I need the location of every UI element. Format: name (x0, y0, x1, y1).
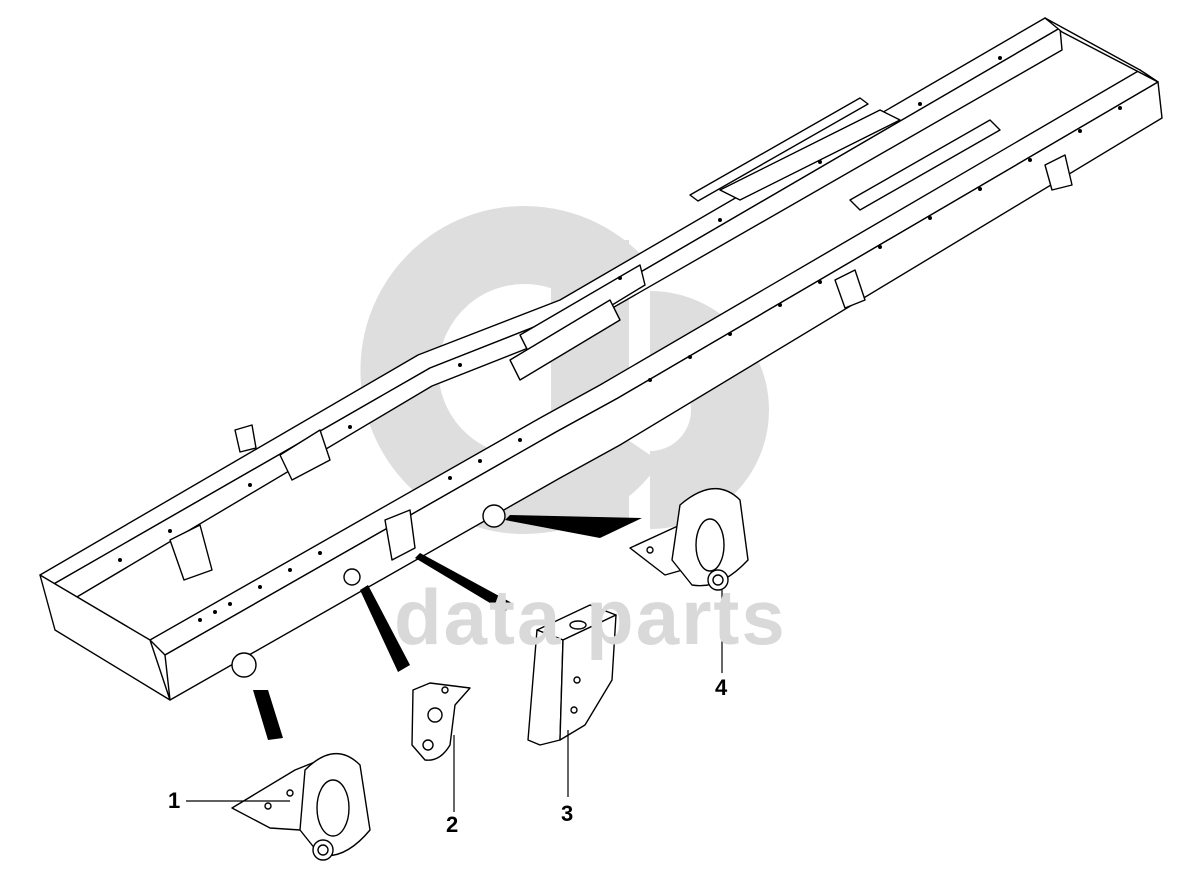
part-4-rear-spring-bracket (629, 487, 749, 591)
part-1-eye-hole (317, 844, 329, 856)
pointer-wedge-4 (505, 515, 642, 538)
part-3-top-hole (569, 620, 587, 630)
rail-bracket-a (279, 429, 331, 481)
chassis-frame (39, 17, 1163, 701)
callout-label-4: 4 (715, 675, 728, 700)
part-2-hole-c (441, 686, 449, 694)
part-2-plate (411, 682, 471, 761)
part-3-side (527, 629, 564, 746)
mount-disc-2 (343, 568, 361, 586)
rail-bracket-d (834, 269, 866, 309)
pointer-wedge-2 (360, 585, 410, 672)
part-4-bolt-hole-a (646, 546, 654, 554)
watermark-wordmark: data parts (394, 573, 787, 661)
part-3-hole-a (573, 676, 581, 684)
rail-bracket-f (234, 424, 257, 453)
crossmember-mid (519, 264, 646, 356)
part-1-bolt-hole-b (286, 789, 294, 797)
callout-label-1: 1 (168, 788, 181, 813)
pointer-wedge-3 (415, 553, 512, 612)
mount-disc-4 (482, 504, 506, 528)
rail-bracket-b (169, 524, 213, 581)
callout-label-3: 3 (561, 801, 574, 826)
crossmember-tubular (509, 299, 621, 381)
crossmember-rear (849, 119, 1001, 211)
crossmember-x-brace (719, 109, 901, 201)
part-2-hole-b (422, 739, 434, 751)
rail-bracket-c (384, 509, 416, 561)
side-strip (689, 97, 869, 202)
rivet-holes (118, 56, 1122, 622)
part-4-eye-hole (712, 574, 724, 586)
part-1-front-spring-bracket (231, 752, 371, 861)
callout-label-2: 2 (446, 812, 459, 837)
pointer-wedge-1 (253, 690, 283, 740)
part-3-hole-b (570, 706, 578, 714)
front-crossmember (39, 574, 171, 701)
part-1-bolt-hole-a (264, 802, 272, 810)
part-1-hole (316, 779, 350, 837)
pointer-wedges (253, 515, 642, 740)
part-3-support-bracket (527, 604, 617, 746)
part-2-hole-a (427, 707, 443, 723)
mount-disc-1 (231, 652, 257, 678)
part-4-hole (695, 518, 725, 572)
part-2-mounting-plate (411, 682, 471, 761)
rail-bracket-e (1044, 154, 1073, 191)
rear-crossmember (1044, 17, 1159, 83)
leader-lines (186, 590, 723, 812)
